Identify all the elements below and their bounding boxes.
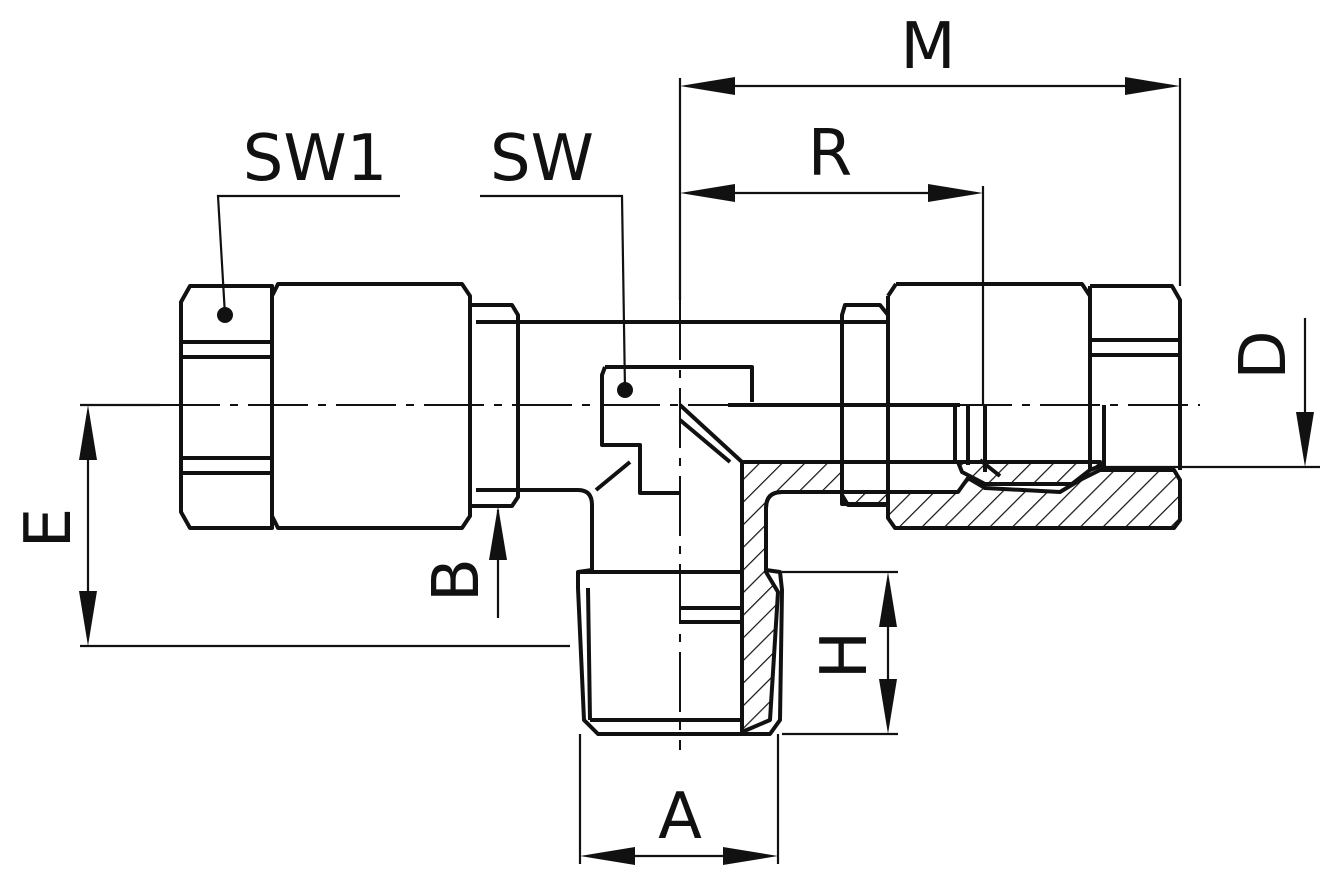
dim-r — [680, 184, 985, 405]
center-hex-sw — [594, 365, 754, 495]
left-union-nut — [270, 282, 472, 530]
dim-d — [1100, 318, 1320, 469]
label-d: D — [1227, 330, 1301, 379]
label-sw1: SW1 — [243, 122, 388, 196]
label-b: B — [420, 558, 494, 602]
sw1-leader — [216, 194, 400, 323]
dim-m — [678, 77, 1182, 300]
right-hex-nut — [1088, 284, 1182, 470]
label-sw: SW — [490, 122, 594, 196]
dim-h — [782, 570, 898, 736]
sw-leader — [480, 194, 633, 398]
dim-a — [578, 734, 780, 865]
label-r: R — [808, 117, 852, 191]
dim-e — [79, 403, 570, 648]
bottom-thread-stem — [576, 568, 784, 736]
label-m: M — [900, 10, 955, 84]
right-union-nut — [886, 282, 1092, 462]
right-inner-bore — [953, 405, 1002, 478]
label-h: H — [808, 631, 882, 679]
right-collar — [840, 303, 890, 507]
label-e: E — [12, 508, 86, 548]
tee-body — [518, 320, 845, 570]
left-hex-nut — [179, 284, 274, 530]
dim-b — [489, 506, 507, 618]
label-a: A — [658, 780, 702, 854]
